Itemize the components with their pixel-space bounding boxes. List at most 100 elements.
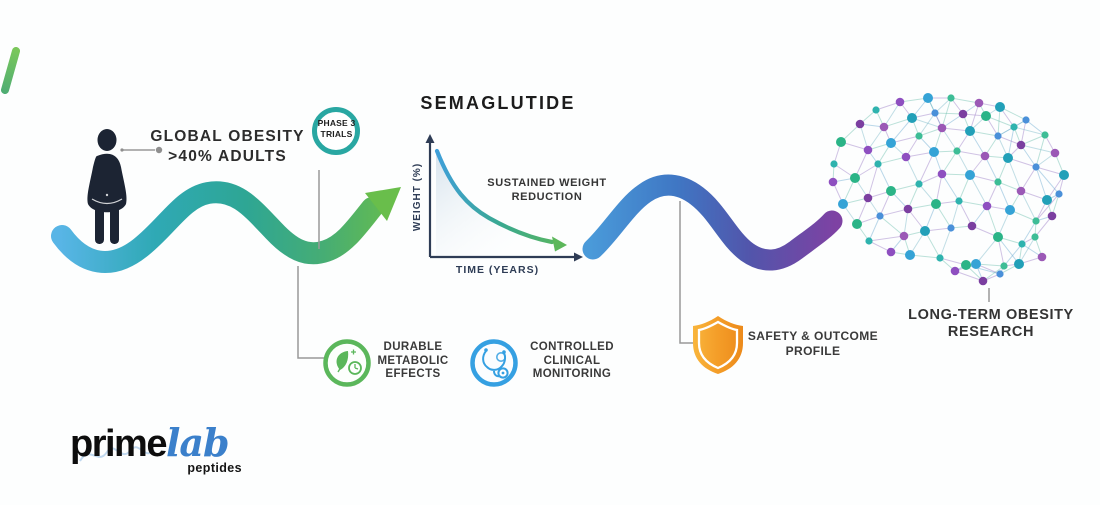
brain-edge [958, 200, 988, 207]
phase3-badge-ring [312, 107, 360, 155]
brain-node [1031, 233, 1039, 241]
brain-edge [939, 227, 952, 259]
brain-node [1003, 153, 1013, 163]
x-axis-arrow-icon [574, 252, 583, 262]
logo-script-flourish [79, 446, 155, 462]
brain-node [974, 98, 984, 108]
brain-edge [941, 173, 960, 202]
brain-edge [918, 112, 936, 137]
brain-node [838, 199, 848, 209]
corner-leaf-slash-decoration [1, 47, 20, 94]
brain-node [981, 111, 991, 121]
brain-edge [941, 127, 958, 152]
safety-line1: SAFETY & OUTCOME [747, 329, 879, 343]
brain-node [965, 126, 975, 136]
durable-line1: DURABLE [383, 341, 443, 353]
brain-node [1014, 259, 1024, 269]
brain-node [863, 145, 873, 155]
global-obesity-line2: >40% ADULTS [168, 147, 287, 165]
brain-edge [1035, 134, 1046, 168]
brain-node [994, 132, 1002, 140]
brain-node [886, 186, 896, 196]
brain-edge [1007, 157, 1022, 192]
brain-node [915, 180, 923, 188]
brain-node [1005, 205, 1015, 215]
global-obesity-line1: GLOBAL OBESITY [150, 128, 305, 145]
brain-edge [868, 235, 905, 242]
weight-curve [434, 148, 555, 245]
brain-edge [997, 181, 1011, 211]
brain-node [1018, 240, 1026, 248]
brain-edge [879, 208, 909, 217]
chart-title: SEMAGLUTIDE [420, 93, 576, 113]
brain-node [1042, 195, 1052, 205]
phase3-line2: TRIALS [320, 129, 353, 139]
brain-node [915, 132, 923, 140]
brain-edge [969, 174, 988, 207]
brain-edge [1020, 144, 1056, 154]
primelab-logo: primelab peptides [70, 420, 260, 475]
brain-node [907, 113, 917, 123]
brain-node [937, 169, 947, 179]
brain-edge [1013, 126, 1046, 136]
brain-edge [941, 97, 952, 129]
brain-edge [1020, 134, 1046, 146]
brain-node [920, 226, 930, 236]
durable-line2: METABOLIC [377, 354, 449, 367]
brain-edge [934, 112, 964, 115]
logo-lab-text: lab [165, 420, 230, 465]
brain-edge [890, 117, 913, 144]
brain-edge [867, 126, 885, 151]
brain-node [895, 97, 905, 107]
brain-node [1016, 186, 1026, 196]
brain-node [865, 237, 873, 245]
brain-edge [905, 156, 920, 185]
y-axis-label: WEIGHT (%) [412, 162, 423, 232]
phase3-trials-badge: PHASE 3 TRIALS [308, 118, 365, 140]
brain-edge [941, 150, 958, 175]
weight-loss-chart [425, 134, 583, 262]
brain-node [955, 197, 963, 205]
brain-edge [950, 200, 960, 229]
clinical-line1: CONTROLLED [530, 341, 614, 353]
primelab-wordmark: primelab [70, 420, 260, 466]
brain-node [828, 177, 838, 187]
brain-node [967, 221, 977, 231]
brain-node [947, 94, 955, 102]
phase3-line1: PHASE 3 [317, 118, 356, 128]
shield-icon [693, 316, 743, 374]
brain-edge [1020, 166, 1037, 192]
brain-node [886, 247, 896, 257]
brain-node [1022, 116, 1030, 124]
brain-edge [1020, 190, 1037, 222]
brain-node [953, 147, 961, 155]
chart-axes [428, 141, 576, 259]
brain-node [996, 270, 1004, 278]
global-obesity-label: GLOBAL OBESITY >40% ADULTS [120, 127, 335, 166]
brain-node [899, 231, 909, 241]
wave-arrowhead-icon [365, 187, 401, 221]
clinical-line3: MONITORING [532, 368, 612, 380]
brain-edge [1018, 236, 1036, 265]
brain-edge [986, 205, 999, 238]
brain-node [995, 102, 1005, 112]
brain-edge [958, 200, 973, 227]
brain-edge [924, 230, 941, 259]
brain-node [931, 199, 941, 209]
brain-node [876, 212, 884, 220]
brain-node [965, 170, 975, 180]
brain-node [879, 122, 889, 132]
safety-line2: PROFILE [785, 344, 841, 358]
safety-outcome-profile-label: SAFETY & OUTCOME PROFILE [731, 329, 895, 359]
brain-edge [975, 236, 999, 265]
brain-node [905, 250, 915, 260]
brain-node [980, 151, 990, 161]
durable-line3: EFFECTS [385, 368, 441, 380]
brain-node [836, 137, 846, 147]
clinical-line2: CLINICAL [543, 354, 601, 367]
brain-node [950, 266, 960, 276]
brain-edge [997, 236, 1020, 265]
connector-safety [679, 201, 693, 344]
brain-edge [965, 264, 1001, 275]
